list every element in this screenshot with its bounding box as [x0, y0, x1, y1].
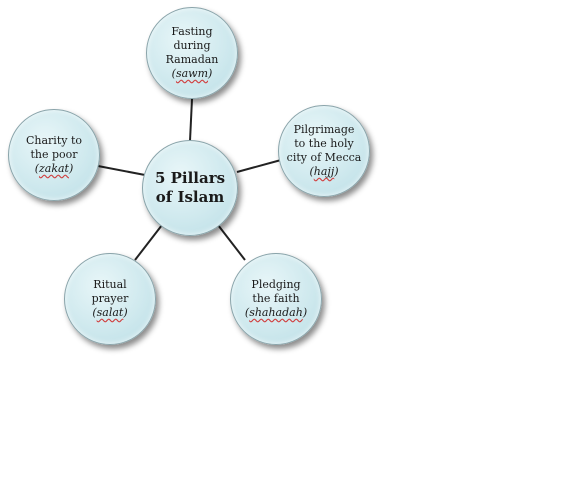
- pillar-prayer-term: (salat): [92, 306, 128, 319]
- pillar-prayer-line-2: prayer: [91, 292, 129, 305]
- pillar-fasting-line-1: Fasting: [171, 25, 213, 38]
- pillar-charity-term-word: zakat: [38, 162, 69, 175]
- pillar-pilgrimage-term: (hajj): [309, 165, 339, 178]
- pillar-fasting-term: (sawm): [171, 67, 213, 80]
- center-title-line-2: of Islam: [155, 188, 225, 206]
- center-title-line-1: 5 Pillars: [154, 169, 226, 187]
- pillar-charity-term: (zakat): [34, 162, 74, 175]
- pillar-faith-line-2: the faith: [252, 292, 300, 305]
- pillar-faith-term-word: shahadah: [249, 306, 303, 319]
- pillar-prayer-term-word: salat: [96, 306, 124, 319]
- pillar-node-charity: Charity to the poor (zakat): [8, 109, 100, 201]
- connector-bottom-left: [134, 224, 163, 261]
- pillar-faith-term: (shahadah): [244, 306, 308, 319]
- connector-right: [236, 159, 282, 173]
- center-node-five-pillars: 5 Pillars of Islam: [142, 140, 238, 236]
- pillar-fasting-term-word: sawm: [175, 67, 209, 80]
- connector-left: [97, 165, 146, 176]
- pillar-pilgrimage-line-3: city of Mecca: [286, 151, 362, 164]
- pillar-fasting-line-3: Ramadan: [165, 53, 219, 66]
- pillar-fasting-line-2: during: [173, 39, 211, 52]
- pillar-node-prayer: Ritual prayer (salat): [64, 253, 156, 345]
- pillar-prayer-line-1: Ritual: [93, 278, 127, 291]
- pillar-pilgrimage-line-1: Pilgrimage: [293, 123, 355, 136]
- connector-top: [189, 98, 193, 142]
- pillar-charity-line-1: Charity to: [25, 134, 82, 147]
- pillar-node-pilgrimage: Pilgrimage to the holy city of Mecca (ha…: [278, 105, 370, 197]
- pillar-faith-line-1: Pledging: [251, 278, 301, 291]
- pillar-node-fasting: Fasting during Ramadan (sawm): [146, 7, 238, 99]
- pillar-charity-line-2: the poor: [30, 148, 78, 161]
- pillar-pilgrimage-term-word: hajj: [313, 165, 335, 178]
- pillar-pilgrimage-line-2: to the holy: [294, 137, 354, 150]
- connector-bottom-right: [217, 224, 246, 261]
- pillar-node-faith: Pledging the faith (shahadah): [230, 253, 322, 345]
